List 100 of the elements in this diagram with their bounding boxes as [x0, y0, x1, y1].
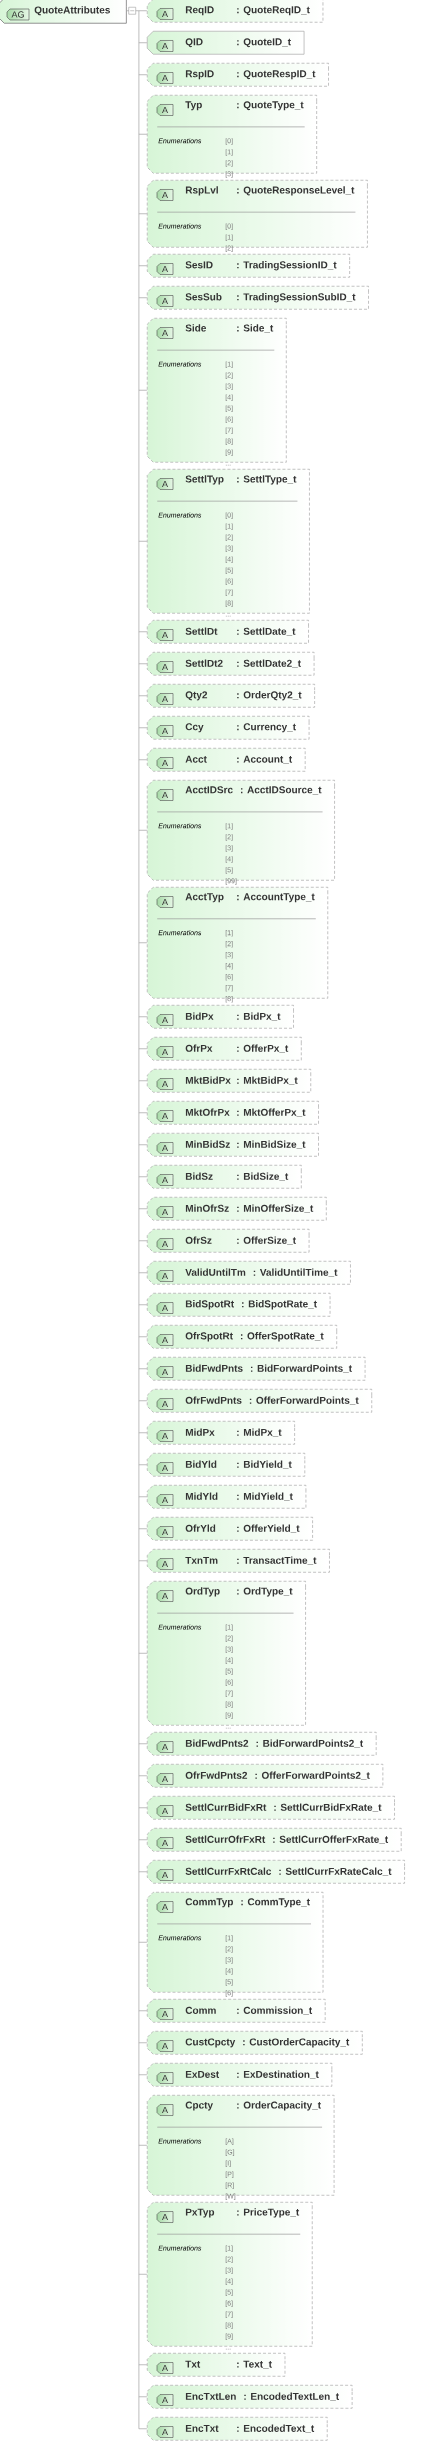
badge: A: [156, 1558, 174, 1570]
badge: A: [156, 1270, 174, 1282]
connector: [138, 2144, 148, 2146]
badge: A: [156, 2040, 174, 2052]
badge: A: [156, 2394, 174, 2406]
connector: [138, 631, 148, 633]
connector: [138, 2010, 148, 2012]
connector: [138, 1208, 148, 1210]
connector: [138, 213, 148, 215]
badge: A: [156, 478, 174, 490]
badge: A: [156, 189, 174, 201]
badge: A: [156, 1901, 174, 1913]
connector: [138, 1336, 148, 1338]
connector: [138, 759, 148, 761]
badge: A: [156, 2362, 174, 2374]
badge: A: [156, 72, 174, 84]
connector: [138, 42, 148, 44]
badge: A: [156, 2104, 174, 2116]
connector: [138, 695, 148, 697]
connector: [138, 1775, 148, 1777]
connector: [138, 1528, 148, 1530]
badge: A: [156, 2008, 174, 2020]
badge: A: [156, 789, 174, 801]
connector: [138, 1432, 148, 1434]
connector: [138, 1807, 148, 1809]
connector: [138, 1839, 148, 1841]
connector: [138, 1941, 148, 1943]
badge: A: [156, 725, 174, 737]
badge: A: [156, 40, 174, 52]
badge: A: [156, 2426, 174, 2438]
badge: A: [156, 1014, 174, 1026]
badge: A: [156, 1462, 174, 1474]
badge: A: [156, 1430, 174, 1442]
badge: A: [156, 2072, 174, 2084]
badge: A: [156, 1869, 174, 1881]
connector: [138, 1743, 148, 1745]
connector: [138, 1871, 148, 1873]
connector: [138, 1112, 148, 1114]
connector: [138, 1560, 148, 1562]
badge: A: [156, 661, 174, 673]
connector: [138, 1272, 148, 1274]
badge: A: [156, 1110, 174, 1122]
connector: [138, 1144, 148, 1146]
badge: A: [156, 693, 174, 705]
connector: [138, 1368, 148, 1370]
connector: [138, 663, 148, 665]
connector: [138, 1464, 148, 1466]
badge: A: [156, 295, 174, 307]
connector: [138, 297, 148, 299]
badge: A: [156, 1805, 174, 1817]
connector: [138, 1652, 148, 1654]
badge: A: [156, 8, 174, 20]
badge: A: [156, 1837, 174, 1849]
badge: A: [156, 104, 174, 116]
badge: A: [156, 1238, 174, 1250]
connector: [138, 2396, 148, 2398]
badge: A: [156, 1206, 174, 1218]
badge: A: [156, 2211, 174, 2223]
connector: [138, 1304, 148, 1306]
badge: A: [156, 1366, 174, 1378]
connector: [138, 942, 148, 944]
connector: [138, 1496, 148, 1498]
connector: [138, 2364, 148, 2366]
connector: [138, 133, 148, 135]
connector: [138, 2428, 148, 2430]
badge: A: [156, 1046, 174, 1058]
badge: A: [156, 263, 174, 275]
connector: [138, 1048, 148, 1050]
badge: A: [156, 757, 174, 769]
connector: [138, 10, 148, 12]
badge: AG: [6, 8, 30, 21]
connector: [138, 1176, 148, 1178]
connector: [138, 389, 148, 391]
badge: A: [156, 1494, 174, 1506]
tree-line: [126, 10, 140, 2430]
badge: A: [156, 1590, 174, 1602]
badge: A: [156, 629, 174, 641]
badge: A: [156, 1174, 174, 1186]
badge: A: [156, 327, 174, 339]
connector: [138, 727, 148, 729]
connector: [138, 2074, 148, 2076]
badge: A: [156, 1302, 174, 1314]
connector: [138, 540, 148, 542]
badge: A: [156, 1398, 174, 1410]
connector: [138, 265, 148, 267]
connector: [138, 1080, 148, 1082]
badge: A: [156, 1526, 174, 1538]
connector: [138, 1400, 148, 1402]
badge: A: [156, 1142, 174, 1154]
connector: [138, 74, 148, 76]
badge: A: [156, 896, 174, 908]
badge: A: [156, 1078, 174, 1090]
badge: A: [156, 1741, 174, 1753]
badge: A: [156, 1773, 174, 1785]
connector: [138, 1240, 148, 1242]
connector: [138, 2042, 148, 2044]
connector: [138, 829, 148, 831]
badge: A: [156, 1334, 174, 1346]
connector: [138, 2273, 148, 2275]
connector: [138, 1016, 148, 1018]
